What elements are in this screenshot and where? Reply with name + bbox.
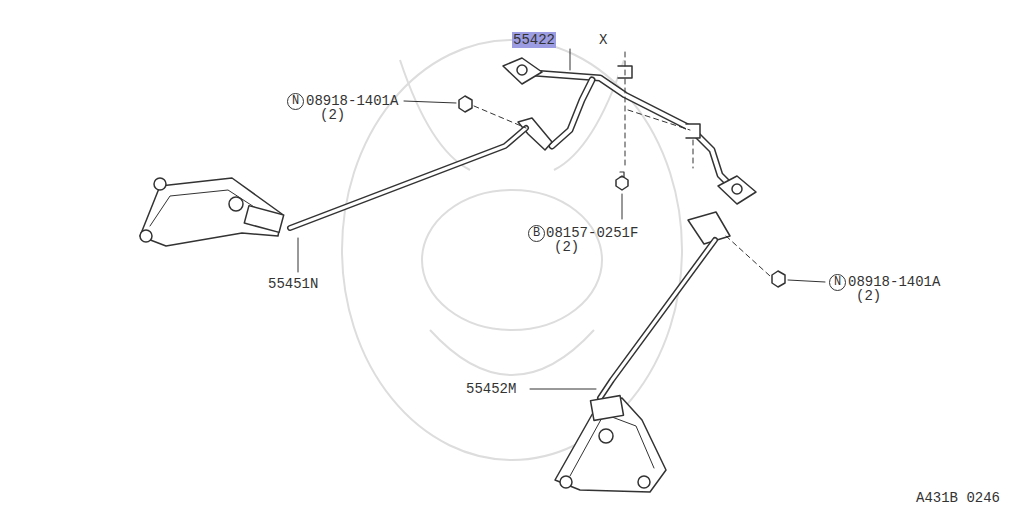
- circled-letter: N: [829, 274, 846, 291]
- figure-code: A431B 0246: [916, 490, 1000, 506]
- quantity: (2): [320, 107, 345, 123]
- circled-letter: N: [287, 93, 304, 110]
- part-number: 55451N: [268, 276, 318, 292]
- part-number: 08157-0251F: [546, 225, 638, 241]
- part-suffix: X: [599, 32, 607, 48]
- quantity: (2): [554, 239, 579, 255]
- part-number: 55452M: [466, 381, 516, 397]
- part-number: 08918-1401A: [848, 274, 940, 290]
- part-number: 08918-1401A: [306, 93, 398, 109]
- quantity: (2): [856, 288, 881, 304]
- circled-letter: B: [528, 225, 545, 242]
- part-number: 55422: [512, 32, 556, 48]
